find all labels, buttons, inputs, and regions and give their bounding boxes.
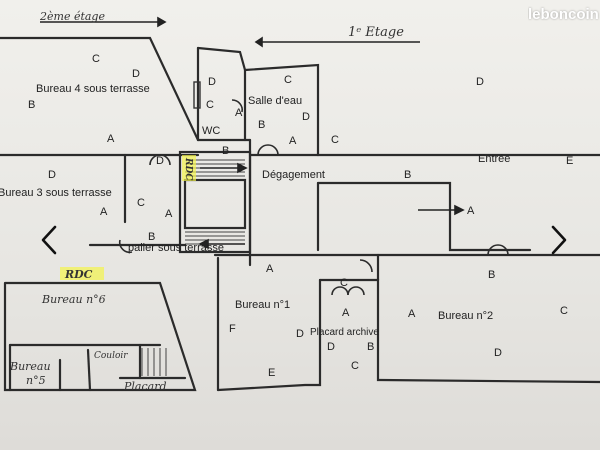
wall-letter: B	[404, 169, 411, 181]
wall-letter: C	[92, 53, 100, 65]
room-label-entree: Entrée	[478, 153, 510, 165]
room-label-bureau-6: Bureau n°6	[41, 293, 106, 306]
wall-letter: C	[351, 360, 359, 372]
room-label-placard: Placard	[123, 380, 167, 393]
wall-letter: B	[28, 99, 35, 111]
room-label-bureau-3: Bureau 3 sous terrasse	[0, 187, 112, 199]
room-label-degagement: Dégagement	[262, 169, 325, 181]
second-floor-heading: 2ème étage	[39, 10, 105, 23]
wall-letter: B	[222, 145, 229, 157]
rdc-stair-marker: RDC	[183, 157, 193, 181]
wall-letter: D	[48, 169, 56, 181]
wall-letter: D	[476, 76, 484, 88]
wall-letter: F	[229, 323, 236, 335]
room-label-salle-eau: Salle d'eau	[248, 95, 302, 107]
wall-letter: A	[100, 206, 108, 218]
ground-floor-heading: RDC	[64, 268, 93, 281]
room-label-wc: WC	[202, 125, 220, 137]
wall-letter: D	[494, 347, 502, 359]
wall-letter: B	[488, 269, 495, 281]
wall-letter: D	[156, 155, 164, 167]
wall-letter: A	[165, 208, 173, 220]
wall-letter: C	[284, 74, 292, 86]
room-label-couloir: Couloir	[94, 351, 128, 361]
wall-letter: A	[342, 307, 350, 319]
room-label-bureau-2: Bureau n°2	[438, 310, 493, 322]
room-label-placard-archive: Placard archive	[310, 327, 379, 338]
room-label-bureau-5-line2: n°5	[26, 374, 46, 387]
previous-photo-button[interactable]	[34, 214, 64, 266]
room-label-bureau-5-line1: Bureau	[9, 360, 51, 373]
wall-letter: D	[327, 341, 335, 353]
chevron-right-icon	[551, 225, 567, 255]
wall-letter: A	[408, 308, 416, 320]
room-label-bureau-4: Bureau 4 sous terrasse	[36, 83, 150, 95]
chevron-left-icon	[41, 225, 57, 255]
wall-letter: E	[566, 155, 573, 167]
wall-letter: E	[268, 367, 275, 379]
wall-letter: A	[289, 135, 297, 147]
wall-letter: C	[206, 99, 214, 111]
wall-letter: A	[107, 133, 115, 145]
wall-letter: A	[235, 107, 243, 119]
wall-letter: B	[258, 119, 265, 131]
wall-letter: D	[302, 111, 310, 123]
wall-letter: D	[208, 76, 216, 88]
next-photo-button[interactable]	[544, 214, 574, 266]
wall-letter: C	[137, 197, 145, 209]
wall-letter: B	[148, 231, 155, 243]
leboncoin-watermark: leboncoin	[528, 6, 599, 23]
wall-letter: B	[367, 341, 374, 353]
room-label-palier: palier sous terrasse	[128, 242, 224, 254]
room-label-bureau-1: Bureau n°1	[235, 299, 290, 311]
first-floor-heading: 1ᵉ Etage	[348, 25, 404, 40]
wall-letter: D	[296, 328, 304, 340]
wall-letter: A	[467, 205, 475, 217]
wall-letter: D	[132, 68, 140, 80]
wall-letter: C	[560, 305, 568, 317]
wall-letter: C	[331, 134, 339, 146]
wall-letter: C	[340, 277, 348, 289]
wall-letter: A	[266, 263, 274, 275]
